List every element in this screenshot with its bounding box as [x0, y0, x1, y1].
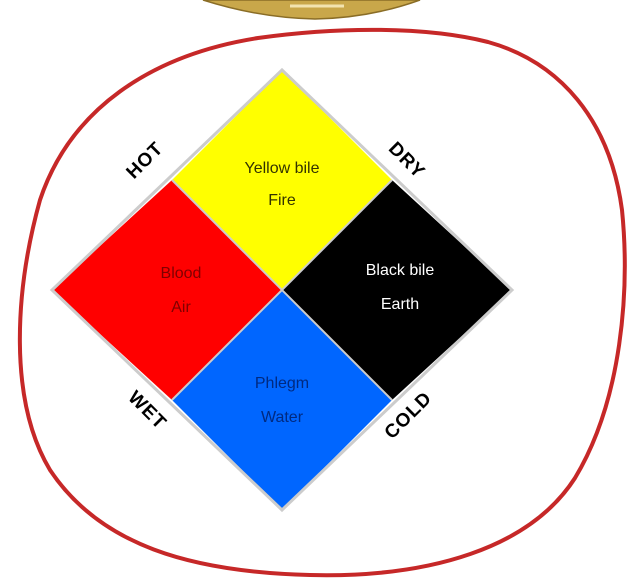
- fire-label: Fire: [212, 191, 352, 211]
- quadrant-top-text: Yellow bile Fire: [212, 159, 352, 211]
- earth-label: Earth: [330, 295, 470, 315]
- blood-label: Blood: [111, 264, 251, 284]
- yellow-bile-label: Yellow bile: [212, 159, 352, 179]
- black-bile-label: Black bile: [330, 261, 470, 281]
- water-label: Water: [212, 408, 352, 428]
- quadrant-right-text: Black bile Earth: [330, 261, 470, 315]
- quadrant-left-text: Blood Air: [111, 264, 251, 318]
- phlegm-label: Phlegm: [212, 374, 352, 394]
- quadrant-bottom-text: Phlegm Water: [212, 374, 352, 428]
- air-label: Air: [111, 298, 251, 318]
- coin-fragment: [203, 0, 420, 19]
